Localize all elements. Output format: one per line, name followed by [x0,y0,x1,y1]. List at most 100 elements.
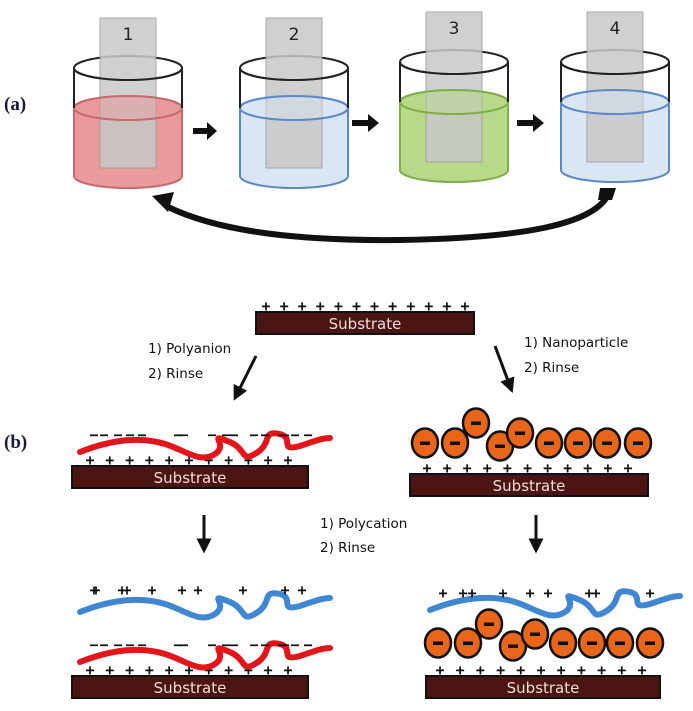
positive-charge: + [334,297,343,315]
positive-charge: + [184,661,193,679]
positive-charge: + [122,581,131,599]
positive-charge: + [105,661,114,679]
negative-charge: − [290,426,299,444]
negative-charge: − [280,426,289,444]
positive-charge: + [244,661,253,679]
surface-positive-charges: +++++++++++ [422,459,632,477]
substrate-slide [586,11,644,163]
substrate-slide [99,17,157,169]
substrate-nanoparticle-stage: Substrate [409,473,649,497]
positive-charge: + [438,584,447,602]
negative-charge: − [277,636,286,654]
positive-charge: + [165,451,174,469]
positive-charge: + [298,297,307,315]
positive-charge: + [463,459,472,477]
polycation-positive-charges: +++++++++ [438,584,654,602]
flow-arrow [233,355,258,401]
negative-charge: − [260,426,269,444]
svg-text:2) Rinse: 2) Rinse [320,540,375,556]
positive-charge: + [442,297,451,315]
beaker-3: 3 [399,11,509,183]
positive-charge: + [283,451,292,469]
positive-charge: + [623,459,632,477]
step-arrow [352,114,379,132]
svg-text:1) Polycation: 1) Polycation [320,516,407,532]
positive-charge: + [523,459,532,477]
negative-charge: − [99,426,108,444]
negative-charge: − [207,636,216,654]
nanoparticle [563,427,593,459]
negative-charge: − [249,426,258,444]
negative-charge: − [229,426,238,444]
positive-charge: + [458,584,467,602]
polyanion-negative-charges: −−−−−−−−−−−−−−−− [89,426,312,444]
substrate-polyanion-stage: Substrate [71,465,309,489]
negative-charge: − [113,636,122,654]
positive-charge: + [370,297,379,315]
beaker-1: 1 [73,17,183,189]
negative-charge: − [137,426,146,444]
negative-charge: − [290,636,299,654]
negative-charge: − [89,636,98,654]
positive-charge: + [603,459,612,477]
negative-charge: − [221,636,230,654]
negative-charge: − [99,636,108,654]
positive-charge: + [224,661,233,679]
positive-charge: + [204,451,213,469]
negative-charge: − [303,426,312,444]
layer-stacks: Substrate++++++++++++Substrate++++++++++… [71,297,683,699]
positive-charge: + [193,581,202,599]
substrate-positive-charges: ++++++++++++ [261,297,469,315]
step-arrow [193,122,217,140]
surface-positive-charges: +++++++++++ [435,661,646,679]
positive-charge: + [406,297,415,315]
positive-charge: + [388,297,397,315]
nanoparticle [410,427,440,459]
positive-charge: + [577,661,586,679]
beaker-number: 2 [289,25,300,45]
positive-charge: + [557,661,566,679]
nanoparticle [534,427,564,459]
positive-charge: + [264,451,273,469]
beaker-number: 4 [610,19,621,39]
positive-charge: + [261,297,270,315]
negative-charge: − [229,636,238,654]
substrate-initial: Substrate [255,311,475,335]
nanoparticle [423,627,453,659]
positive-charge: + [536,661,545,679]
positive-charge: + [525,584,534,602]
negative-charge: − [137,636,146,654]
positive-charge: + [645,584,654,602]
positive-charge: + [125,451,134,469]
positive-charge: + [297,581,306,599]
nanoparticle [623,427,653,459]
polyanion-chain [77,430,333,461]
substrate-label: Substrate [154,469,227,487]
positive-charge: + [89,581,98,599]
surface-positive-charges: +++++++++++ [85,661,292,679]
positive-charge: + [177,581,186,599]
positive-charge: + [516,661,525,679]
polycation-chain [77,590,333,621]
beaker-sequence: 1 2 3 4 [73,11,670,189]
positive-charge: + [105,451,114,469]
positive-charge: + [91,581,100,599]
positive-charge: + [483,459,492,477]
positive-charge: + [352,297,361,315]
positive-charge: + [597,661,606,679]
nanoparticle [440,427,470,459]
positive-charge: + [584,584,593,602]
negative-charge: − [249,636,258,654]
positive-charge: + [563,459,572,477]
positive-charge: + [543,459,552,477]
svg-text:1) Nanoparticle: 1) Nanoparticle [524,335,628,351]
positive-charge: + [238,581,247,599]
negative-charge: − [303,636,312,654]
positive-charge: + [498,584,507,602]
nanoparticle [520,618,550,650]
positive-charge: + [85,661,94,679]
positive-charge: + [316,297,325,315]
substrate-label: Substrate [493,477,566,495]
nanoparticle [605,627,635,659]
